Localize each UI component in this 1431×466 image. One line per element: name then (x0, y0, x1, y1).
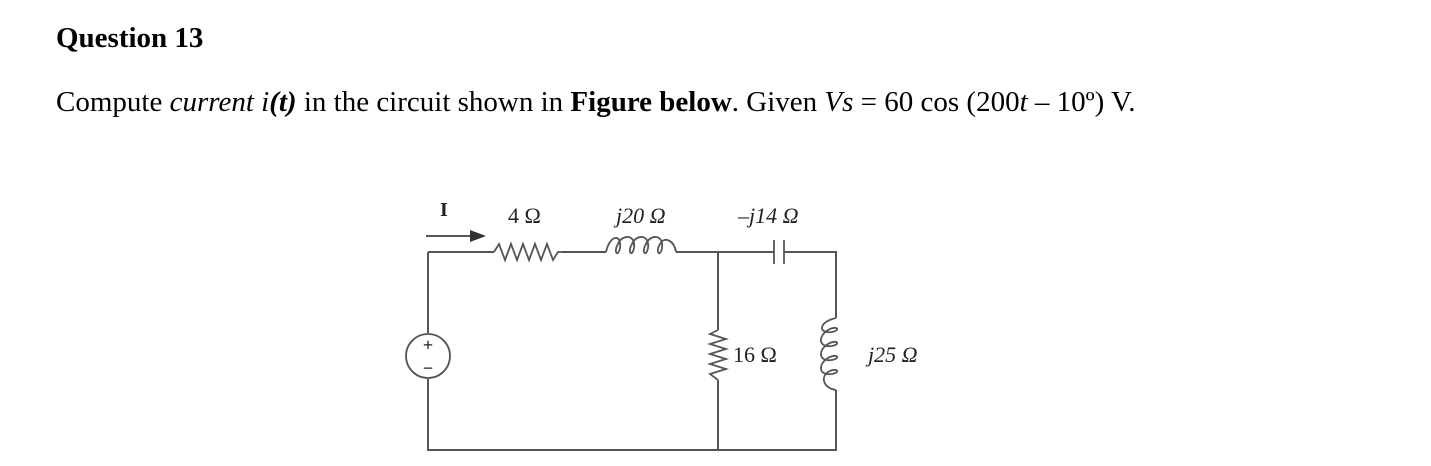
prompt-vs-symbol: Vs (824, 86, 854, 118)
series-inductor (605, 236, 677, 255)
current-label: I (440, 199, 448, 221)
series-resistor (493, 241, 562, 263)
prompt-time-var: (t) (269, 86, 297, 118)
shunt-inductor-label: j25 Ω (865, 342, 918, 367)
prompt-part-10: – 10º) V. (1027, 86, 1136, 118)
capacitor-label: –j14 Ω (737, 203, 799, 228)
prompt-part-8: = 60 cos (200 (853, 86, 1020, 118)
prompt-figure-ref: Figure below (570, 86, 732, 118)
series-resistor-label: 4 Ω (508, 203, 541, 228)
prompt-part-4: in the circuit shown in (296, 86, 571, 118)
shunt-resistor (706, 329, 730, 381)
shunt-inductor (820, 317, 839, 391)
prompt-t-var: t (1019, 86, 1028, 118)
capacitor (773, 240, 785, 264)
prompt-current-italic: current i (169, 86, 270, 118)
voltage-source (405, 333, 451, 379)
current-arrow (426, 230, 486, 242)
series-inductor-label: j20 Ω (613, 203, 666, 228)
shunt-resistor-label: 16 Ω (733, 342, 777, 367)
source-plus-sign: + (423, 335, 433, 355)
question-title: Question 13 (56, 22, 204, 54)
circuit-wires (427, 251, 837, 451)
prompt-part-6: . Given (731, 86, 825, 118)
source-minus-sign: − (423, 358, 433, 378)
prompt-part-1: Compute (56, 86, 170, 118)
question-prompt: Compute current i(t) in the circuit show… (56, 82, 1136, 122)
